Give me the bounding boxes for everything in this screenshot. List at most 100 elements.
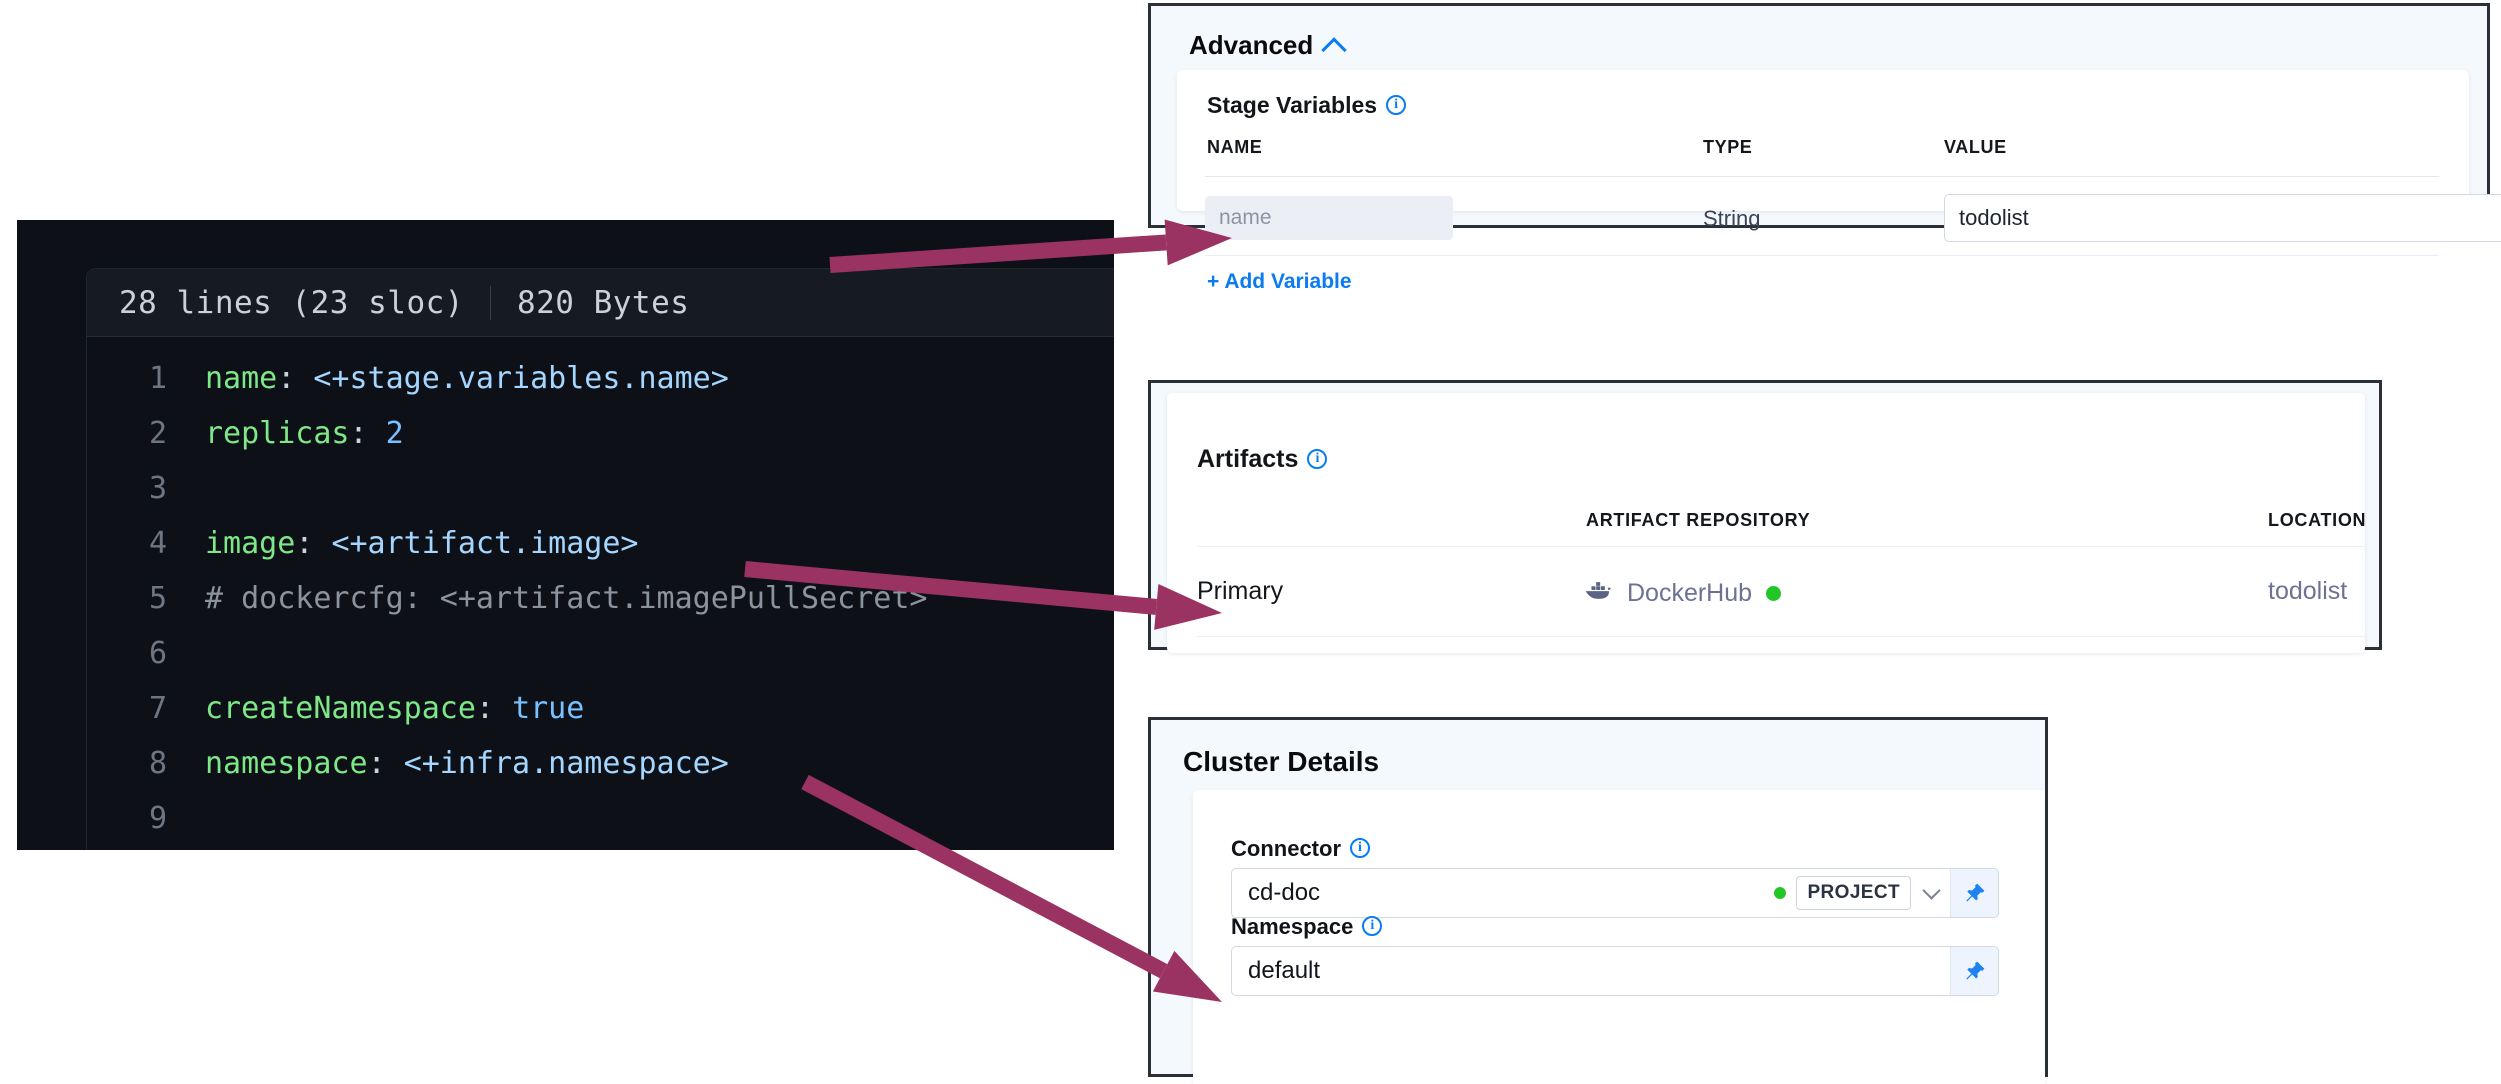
status-dot-green-icon	[1774, 887, 1787, 899]
code-line-content: namespace: <+infra.namespace>	[205, 736, 729, 791]
advanced-panel: Advanced Stage Variables i NAME TYPE VAL…	[1148, 3, 2501, 293]
stage-variables-card: Stage Variables i NAME TYPE VALUE	[1177, 70, 2501, 293]
info-icon[interactable]: i	[1386, 94, 1407, 115]
connector-field[interactable]: PROJECT	[1231, 868, 1999, 918]
meta-separator	[489, 285, 491, 320]
code-line: 3	[87, 461, 1114, 516]
column-header-type: TYPE	[1703, 137, 1753, 157]
code-line-content	[205, 461, 223, 516]
code-token: :	[367, 746, 404, 781]
code-token: image	[205, 526, 296, 561]
namespace-input[interactable]	[1232, 957, 1950, 985]
code-line-content: image: <+artifact.image>	[205, 516, 638, 571]
code-viewer-panel: 28 lines (23 sloc) 820 Bytes 1 name: <+st…	[17, 220, 1114, 850]
code-token: true	[512, 691, 585, 726]
table-divider	[1205, 176, 2439, 177]
code-token: <+artifact.image>	[331, 526, 639, 561]
code-line: 4 image: <+artifact.image>	[87, 516, 1114, 571]
pin-icon[interactable]	[1950, 947, 1998, 995]
code-token: replicas	[205, 416, 350, 451]
code-viewer-inner: 28 lines (23 sloc) 820 Bytes 1 name: <+st…	[86, 268, 1114, 850]
variable-value-field[interactable]	[1944, 194, 2501, 242]
artifacts-card: Artifacts i ARTIFACT REPOSITORY LOCATION…	[1167, 393, 2367, 653]
code-line-number: 7	[148, 691, 167, 726]
namespace-label-text: Namespace	[1231, 914, 1354, 939]
code-token: namespace	[205, 746, 368, 781]
code-token: createNamespace	[205, 691, 476, 726]
artifacts-table-divider	[1197, 546, 2365, 547]
stage-variables-label: Stage Variables i	[1207, 92, 1407, 119]
code-line-content: createNamespace: true	[205, 681, 584, 736]
status-dot-green-icon	[1766, 586, 1782, 601]
connector-input[interactable]	[1232, 879, 1775, 907]
artifact-type-label: Primary	[1197, 577, 1284, 605]
code-line-content: # dockercfg: <+artifact.imagePullSecret>	[205, 571, 927, 626]
namespace-field[interactable]	[1231, 946, 1999, 996]
column-header-name: NAME	[1207, 137, 1263, 157]
code-line: 6	[87, 626, 1114, 681]
advanced-section-header[interactable]: Advanced	[1189, 30, 1347, 63]
artifacts-table-row: Primary	[1197, 569, 2365, 629]
code-line-number: 8	[148, 746, 167, 781]
connector-label: Connector i	[1231, 836, 1370, 862]
code-token: <+stage.variables.name>	[313, 361, 729, 396]
artifacts-table-divider-bottom	[1197, 636, 2365, 637]
artifacts-panel: Artifacts i ARTIFACT REPOSITORY LOCATION…	[1148, 380, 2382, 653]
code-line: 2 replicas: 2	[87, 406, 1114, 461]
connector-scope-label: PROJECT	[1796, 876, 1911, 910]
code-line-number: 4	[148, 526, 167, 561]
add-variable-button[interactable]: + Add Variable	[1207, 270, 1352, 293]
column-header-artifact-repository: ARTIFACT REPOSITORY	[1586, 510, 1811, 530]
chevron-up-icon[interactable]	[1321, 36, 1347, 63]
chevron-down-icon[interactable]	[1922, 881, 1941, 900]
column-header-value: VALUE	[1944, 137, 2007, 157]
artifact-repository-label: DockerHub	[1627, 579, 1753, 607]
code-line-content: replicas: 2	[205, 406, 404, 461]
namespace-label: Namespace i	[1231, 914, 1383, 940]
code-file-size: 820 Bytes	[516, 284, 690, 321]
stage-variable-row: String	[1205, 190, 2501, 252]
code-token: name	[205, 361, 278, 396]
code-line: 8 namespace: <+infra.namespace>	[87, 736, 1114, 791]
code-line-number: 1	[148, 361, 167, 396]
code-line: 1 name: <+stage.variables.name>	[87, 351, 1114, 406]
code-token: # dockercfg: <+artifact.imagePullSecret>	[205, 581, 928, 616]
code-token: :	[277, 361, 314, 396]
code-token: :	[295, 526, 332, 561]
code-line: 5 # dockercfg: <+artifact.imagePullSecret…	[87, 571, 1114, 626]
code-line-content: name: <+stage.variables.name>	[205, 351, 729, 406]
code-line-number: 3	[148, 471, 167, 506]
variable-name-input[interactable]	[1205, 196, 1453, 240]
variable-value-input[interactable]	[1945, 195, 2501, 241]
code-line-number: 2	[148, 416, 167, 451]
code-line: 7 createNamespace: true	[87, 681, 1114, 736]
info-icon[interactable]: i	[1307, 448, 1328, 469]
code-line: 9	[87, 791, 1114, 846]
code-line-number: 9	[148, 801, 167, 836]
advanced-title-label: Advanced	[1189, 30, 1314, 60]
connector-label-text: Connector	[1231, 836, 1341, 861]
artifact-repository-cell[interactable]: DockerHub	[1583, 577, 1782, 610]
code-token: <+infra.namespace>	[403, 746, 729, 781]
column-header-location: LOCATION	[2268, 510, 2367, 530]
cluster-details-title: Cluster Details	[1183, 746, 1380, 777]
code-line-number: 6	[148, 636, 167, 671]
stage-variables-text: Stage Variables	[1207, 92, 1378, 118]
code-line-number: 5	[148, 581, 167, 616]
artifacts-title-text: Artifacts	[1197, 445, 1299, 473]
code-token: :	[475, 691, 513, 726]
artifacts-label: Artifacts i	[1197, 445, 1328, 474]
code-file-meta: 28 lines (23 sloc) 820 Bytes	[87, 269, 1114, 337]
info-icon[interactable]: i	[1350, 838, 1370, 858]
code-lines-container: 1 name: <+stage.variables.name> 2 replicas:…	[87, 337, 1114, 846]
variable-name-field[interactable]	[1205, 196, 1453, 240]
variable-type-value: String	[1703, 206, 1761, 231]
info-icon[interactable]: i	[1362, 916, 1383, 936]
code-line-content	[205, 626, 223, 681]
pin-icon[interactable]	[1950, 869, 1998, 917]
code-token: :	[349, 416, 386, 451]
code-line-content	[205, 791, 223, 846]
cluster-details-card: Connector i PROJECT Namespace i	[1193, 790, 2045, 1084]
connector-scope-chip: PROJECT	[1774, 876, 1919, 910]
